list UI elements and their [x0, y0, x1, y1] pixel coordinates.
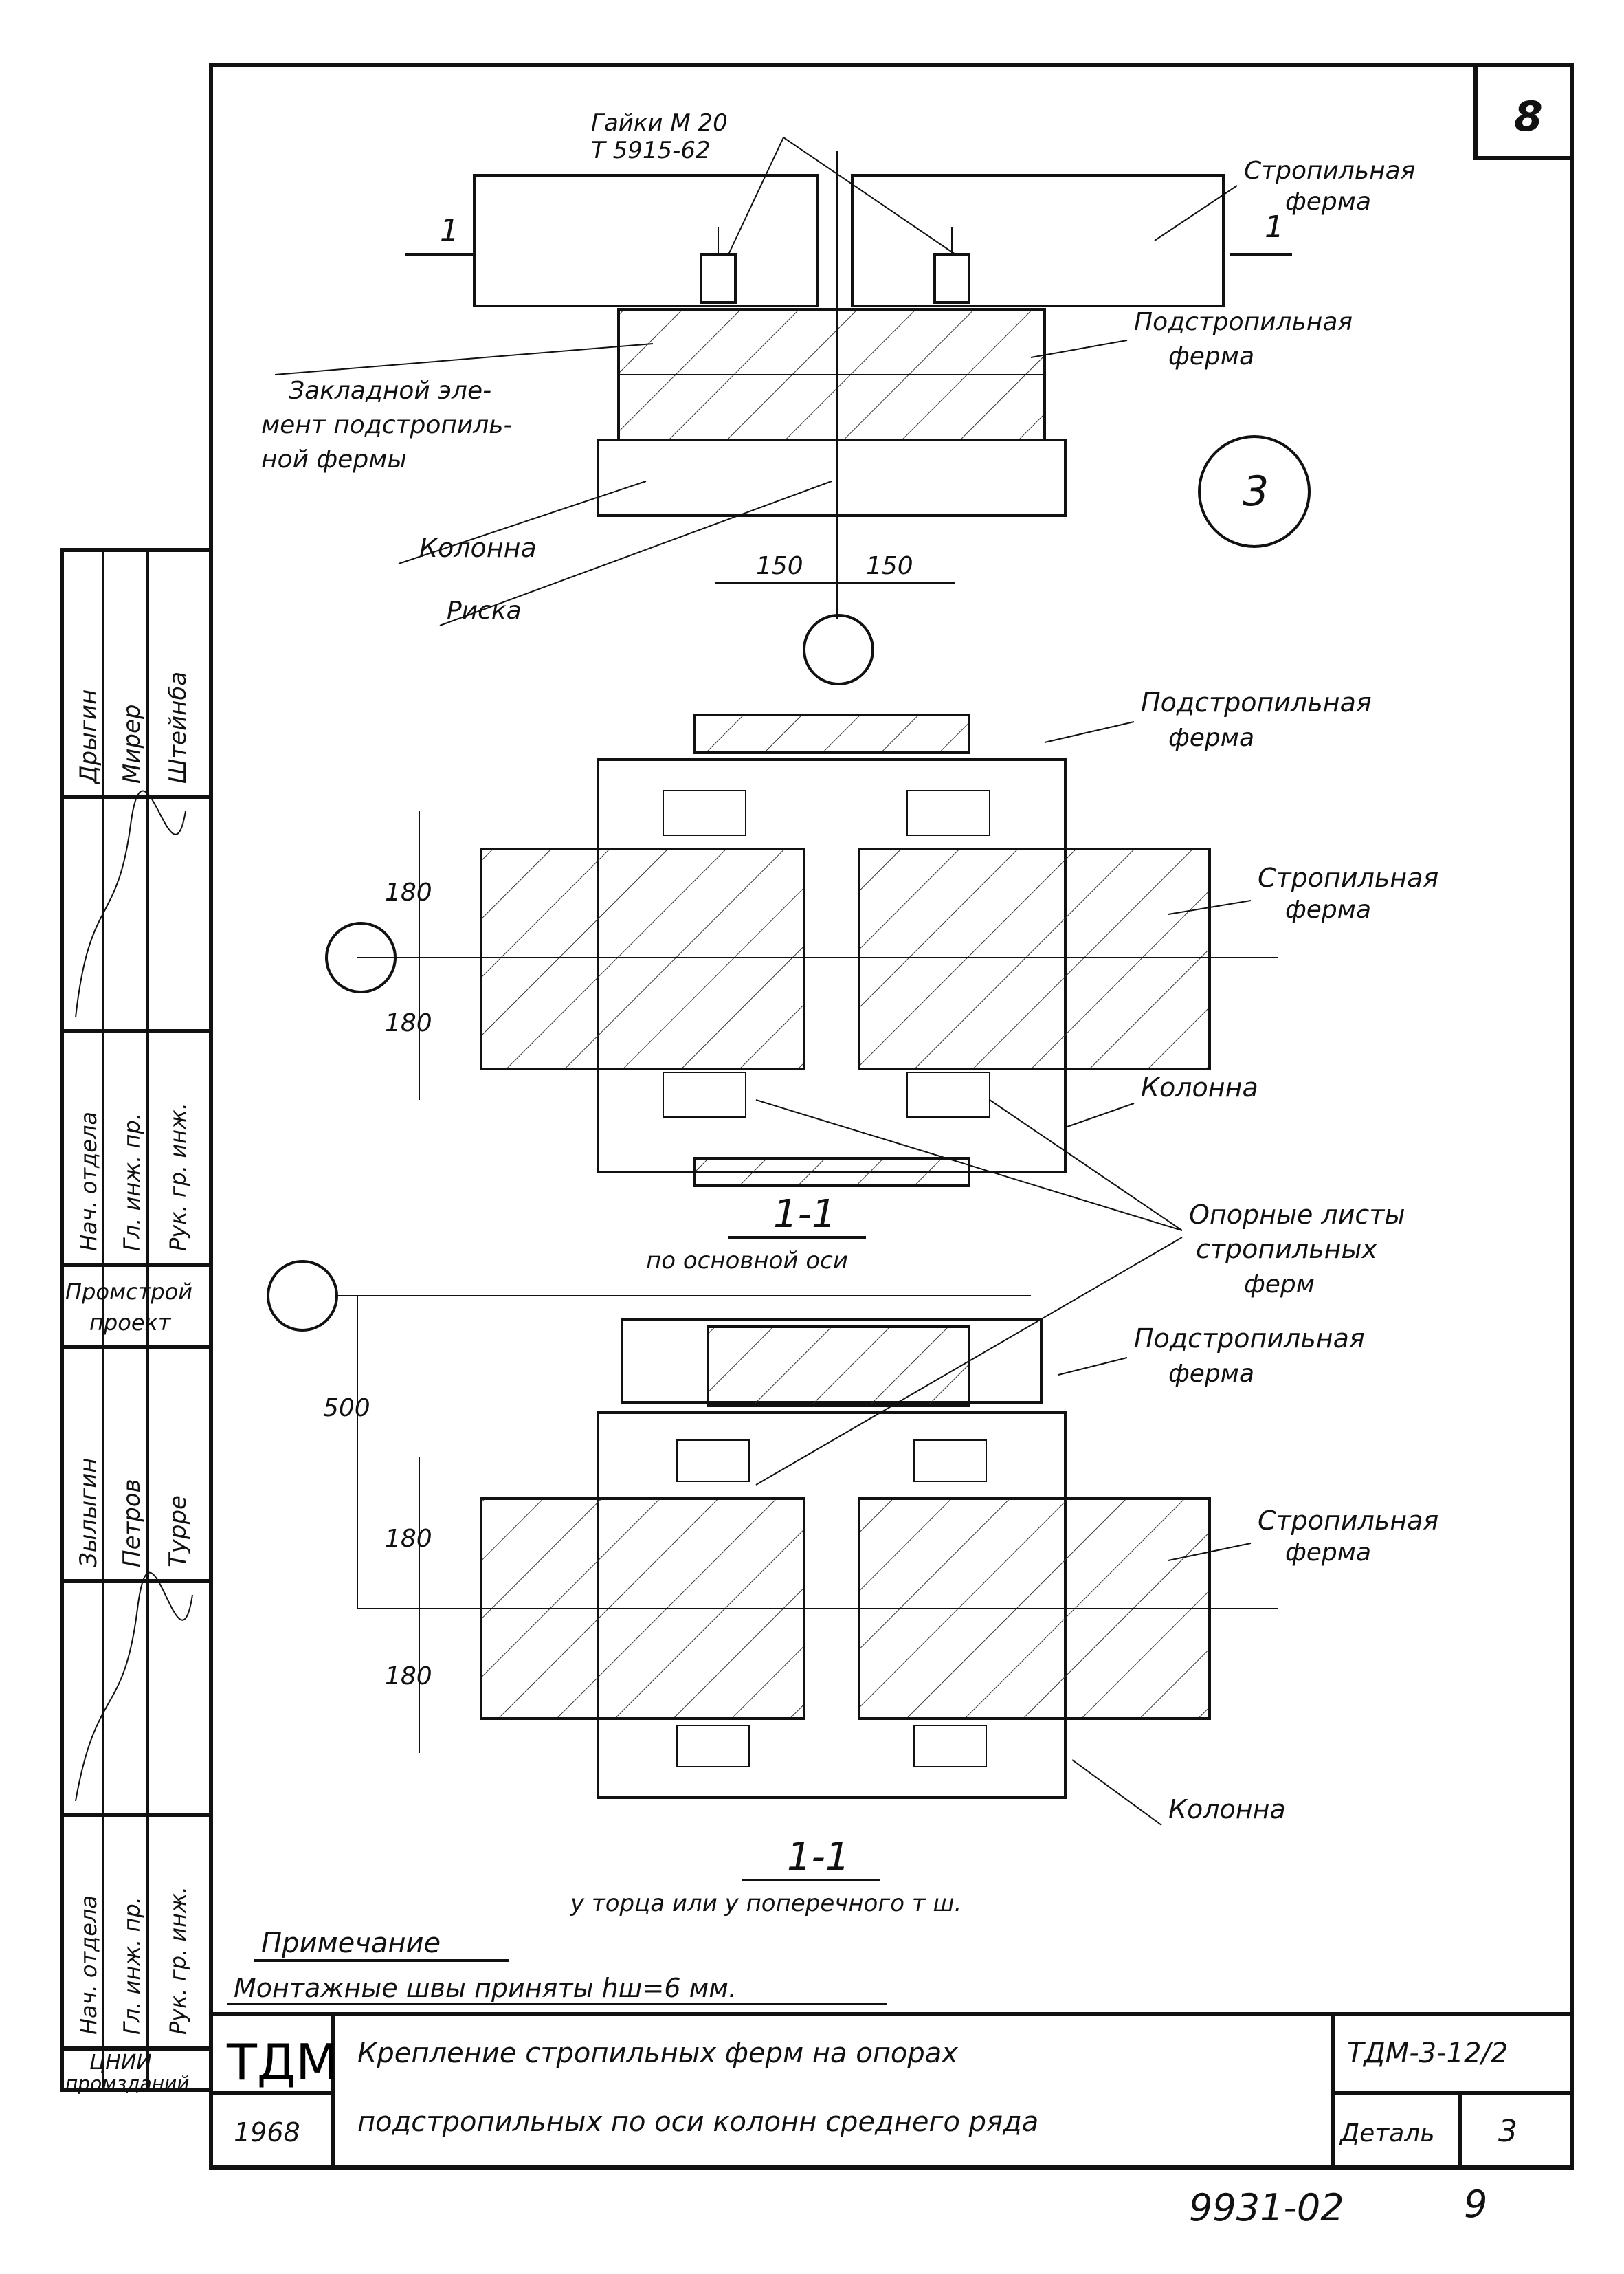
main-subtruss-bottom — [693, 1157, 970, 1187]
inventory-number: 9931-02 — [1189, 2186, 1344, 2229]
sheet-number: 8 — [1514, 93, 1543, 141]
tdm-logo: ТДМ — [226, 2033, 338, 2091]
end-section-caption: у торца или у поперечного т ш. — [570, 1890, 961, 1917]
stamp-name-1: Дрыгин — [75, 689, 102, 785]
main-subtruss-top — [693, 714, 970, 754]
main-subtruss-label-2: ферма — [1168, 724, 1254, 752]
stamp-role-4: Нач. отдела — [76, 1895, 102, 2035]
stamp-bottom-org-2: промзданий — [65, 2072, 189, 2095]
end-dim-500: 500 — [323, 1394, 370, 1422]
top-truss-label-2: ферма — [1285, 188, 1371, 216]
end-subtruss — [707, 1325, 970, 1407]
axis-bubble-top — [803, 614, 874, 685]
support-sheets-2: стропильных — [1196, 1234, 1377, 1264]
main-truss-label-1: Стропильная — [1258, 863, 1438, 893]
end-truss-label-2: ферма — [1285, 1538, 1371, 1567]
end-column-label: Колонна — [1168, 1794, 1286, 1824]
main-section-title: 1-1 — [773, 1192, 836, 1237]
sheet-number-box — [1473, 63, 1574, 160]
top-subtruss-label-1: Подстропильная — [1134, 308, 1353, 336]
support-sheets-callout: Опорные листы стропильных ферм — [755, 1099, 1405, 1486]
detail-marker-circle — [1198, 435, 1311, 548]
dim-left-150: 150 — [756, 552, 803, 580]
risk-label: Риска — [447, 597, 522, 625]
embedded-label-2: мент подстропиль- — [261, 411, 513, 439]
axis-bubble-left — [325, 922, 397, 993]
support-sheets-3: ферм — [1244, 1270, 1315, 1299]
page-number: 9 — [1464, 2183, 1487, 2226]
main-truss-label-2: ферма — [1285, 896, 1371, 924]
top-subtruss-label-2: ферма — [1168, 342, 1254, 371]
stamp-org-2: проект — [89, 1310, 172, 1336]
top-column-cap — [597, 439, 1067, 517]
main-truss-right — [858, 848, 1211, 1070]
stamp-role-3: Рук. гр. инж. — [165, 1103, 191, 1251]
end-dim-upper: 180 — [385, 1525, 432, 1553]
stamp-org-1: Промстрой — [65, 1279, 192, 1305]
section-main: 180 180 Подстропильная ферма Стропильная… — [325, 687, 1438, 1274]
section-end: 500 180 180 Подстропильная ферма Стропил… — [267, 1260, 1438, 1917]
section-mark-right: 1 — [1265, 210, 1284, 245]
end-dim-lower: 180 — [385, 1662, 432, 1690]
dim-right-150: 150 — [866, 552, 913, 580]
top-truss-right — [851, 174, 1225, 307]
stamp-role-5: Гл. инж. пр. — [119, 1897, 145, 2035]
main-subtruss-label-1: Подстропильная — [1141, 687, 1372, 718]
stamp-role-2: Гл. инж. пр. — [119, 1113, 145, 1251]
top-view: Гайки М 20 Т 5915-62 Стропильная ферма П… — [261, 109, 1415, 685]
stamp-name-3: Штейнба — [164, 672, 192, 784]
nut-left — [700, 253, 737, 304]
main-truss-left — [480, 848, 805, 1070]
stamp-bottom-org-1: ЦНИИ — [89, 2051, 152, 2075]
end-truss-label-1: Стропильная — [1258, 1505, 1438, 1536]
top-truss-left — [473, 174, 819, 307]
stamp-name-4: Зылыгин — [75, 1458, 102, 1567]
signature-group1 — [75, 790, 186, 1018]
note: Примечание Монтажные швы приняты hш=6 мм… — [227, 1928, 887, 2005]
embedded-label-3: ной фермы — [261, 445, 407, 474]
section-mark-left: 1 — [440, 213, 459, 248]
main-column-label: Колонна — [1141, 1072, 1258, 1103]
stamp-name-5: Петров — [118, 1479, 146, 1567]
signature-group2 — [75, 1571, 193, 1802]
top-truss-label-1: Стропильная — [1244, 157, 1415, 185]
nut-label-1: Гайки М 20 — [591, 109, 728, 137]
title-block: ТДМ 1968 Крепление стропильных ферм на о… — [209, 2012, 1574, 2170]
end-subtruss-label-1: Подстропильная — [1134, 1323, 1365, 1354]
title-line-1: Крепление стропильных ферм на опорах — [357, 2038, 958, 2069]
title-code: ТДМ-3-12/2 — [1347, 2038, 1508, 2069]
nut-label-2: Т 5915-62 — [591, 137, 711, 164]
title-line-2: подстропильных по оси колонн среднего ря… — [357, 2106, 1038, 2138]
axis-bubble-end — [267, 1260, 338, 1332]
detail-marker-number: 3 — [1243, 467, 1269, 516]
support-sheets-1: Опорные листы — [1189, 1200, 1405, 1230]
end-subtruss-label-2: ферма — [1168, 1360, 1254, 1388]
side-stamp: Дрыгин Мирер Штейнба Нач. отдела Гл. инж… — [60, 548, 213, 2095]
stamp-name-2: Мирер — [118, 704, 146, 784]
note-heading: Примечание — [261, 1928, 441, 1959]
main-dim-lower: 180 — [385, 1009, 432, 1037]
detail-number: 3 — [1498, 2114, 1517, 2149]
stamp-role-1: Нач. отдела — [76, 1112, 102, 1251]
title-year: 1968 — [234, 2117, 300, 2148]
note-text: Монтажные швы приняты hш=6 мм. — [234, 1973, 737, 2003]
main-section-caption: по основной оси — [646, 1247, 848, 1274]
nut-right — [933, 253, 970, 304]
stamp-role-6: Рук. гр. инж. — [165, 1886, 191, 2035]
end-section-title: 1-1 — [787, 1835, 849, 1879]
stamp-name-6: Турре — [164, 1495, 192, 1567]
detail-label: Деталь — [1339, 2119, 1435, 2148]
embedded-label-1: Закладной эле- — [289, 377, 491, 405]
main-dim-upper: 180 — [385, 879, 432, 907]
